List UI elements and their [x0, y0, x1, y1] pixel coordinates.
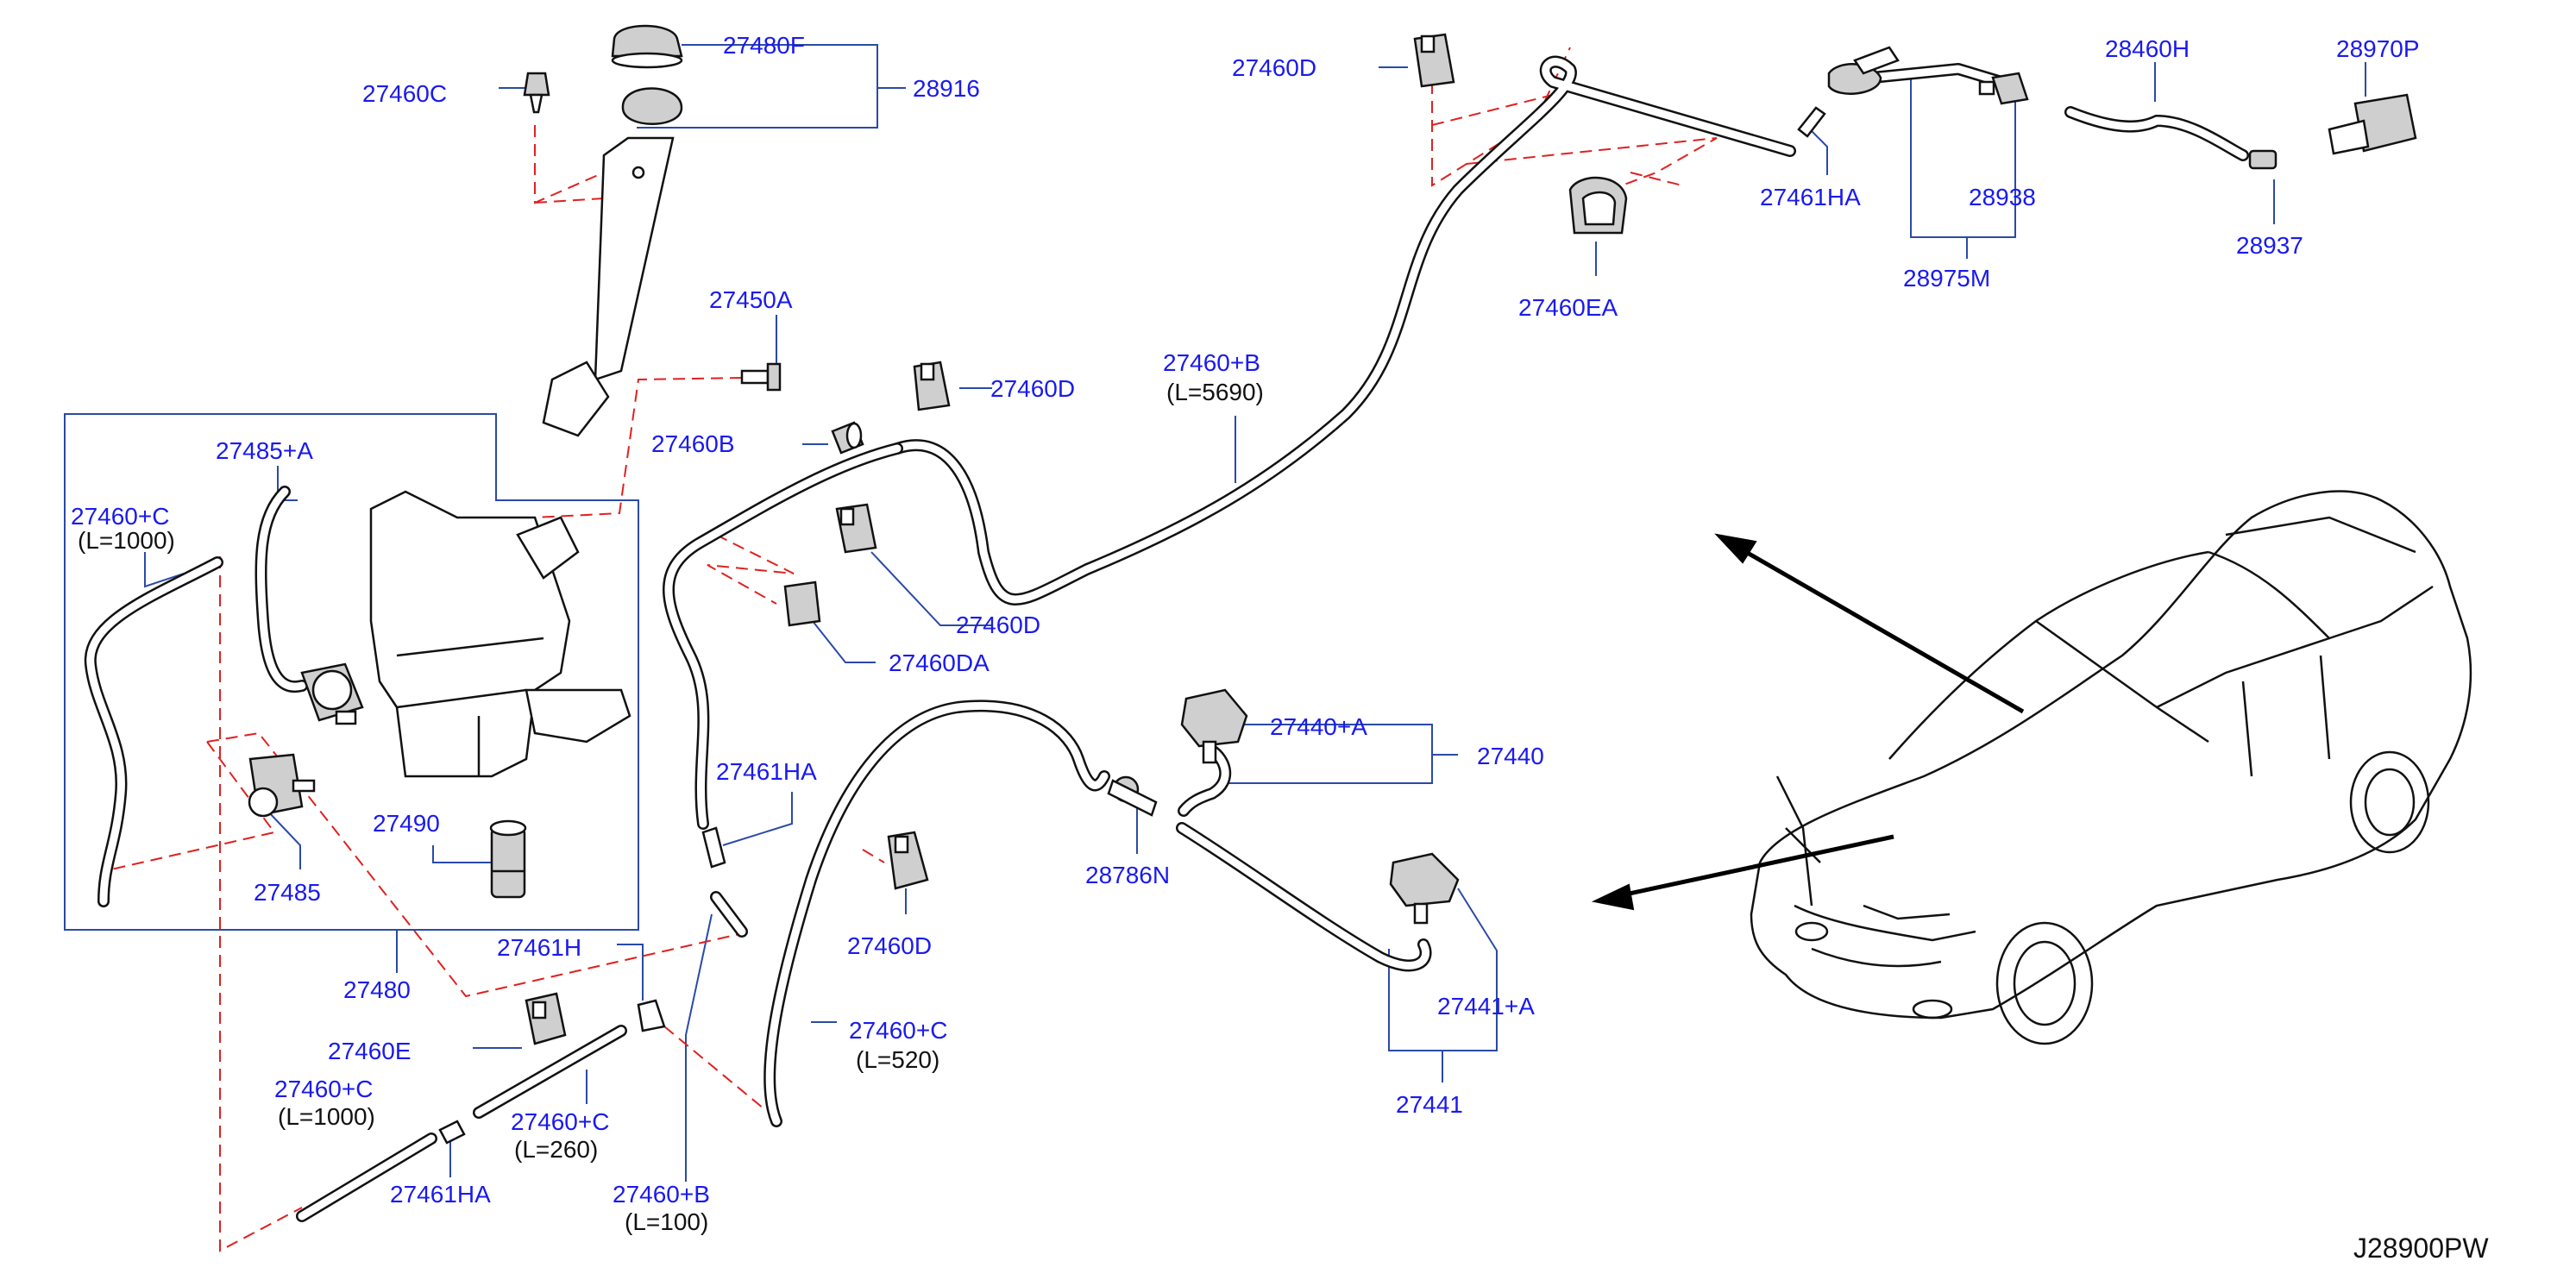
label-27460c-left-len: (L=1000)	[78, 527, 175, 554]
label-27460b-long: 27460+B	[1163, 349, 1260, 376]
label-27461ha-bot: 27461HA	[390, 1181, 491, 1208]
label-28460h: 28460H	[2105, 35, 2190, 62]
connector-27461ha-top-part	[1797, 106, 1826, 138]
label-27460b-long-len: (L=5690)	[1166, 379, 1264, 405]
label-27460c-bot-len: (L=1000)	[278, 1103, 375, 1130]
washer-hoses	[84, 55, 2249, 1222]
vehicle-illustration	[1750, 490, 2472, 1045]
clip-27460ea-part	[1568, 176, 1628, 235]
label-27441: 27441	[1396, 1091, 1463, 1118]
filler-neck-part	[542, 87, 683, 437]
strainer-27490-part	[489, 819, 527, 899]
part-labels: 27480F 27460C 28916 27450A 27460B 27460D…	[71, 32, 2489, 1264]
label-28916: 28916	[913, 75, 980, 102]
label-27480f: 27480F	[723, 32, 805, 59]
clip-27460d-low-part	[887, 831, 929, 890]
label-27460c-top: 27460C	[362, 80, 447, 107]
label-27485: 27485	[254, 879, 321, 906]
label-27460d-clip2: 27460D	[956, 612, 1040, 638]
label-27460c-bot: 27460+C	[274, 1076, 373, 1102]
connector-28937-part	[2248, 149, 2278, 170]
connector-27461ha-mid-part	[701, 826, 726, 869]
filler-cap-part	[611, 24, 683, 69]
label-27460c-left: 27460+C	[71, 503, 169, 530]
label-27460c-mid-len: (L=260)	[514, 1136, 598, 1163]
label-27440: 27440	[1477, 743, 1544, 769]
reservoir-tank-part	[369, 490, 631, 778]
label-27485a: 27485+A	[216, 437, 313, 464]
label-28937: 28937	[2236, 232, 2303, 259]
clip-27460e-part	[525, 992, 567, 1045]
clip-27460d-top-part	[1413, 33, 1455, 88]
nozzle-27440a-part	[1180, 688, 1248, 764]
clip-27460d-part	[913, 361, 951, 411]
label-27440a: 27440+A	[1270, 713, 1367, 740]
check-valve-28786n-part	[1107, 775, 1158, 817]
label-27460c-mid: 27460+C	[511, 1108, 609, 1135]
label-27460d-clip1: 27460D	[990, 375, 1075, 402]
pointer-arrows	[1591, 533, 2025, 911]
label-27460b-short: 27460+B	[613, 1181, 710, 1208]
label-28938: 28938	[1969, 184, 2036, 210]
label-27450a: 27450A	[709, 286, 793, 313]
label-27461h: 27461H	[497, 934, 581, 961]
connector-27461h-part	[637, 999, 666, 1032]
bolt-27450a-part	[740, 362, 782, 392]
clip-27460da-part	[783, 580, 821, 627]
valve-28938-part	[1978, 72, 2029, 105]
diagram-code: J28900PW	[2353, 1233, 2489, 1264]
clip-27460d-mid-part	[835, 503, 877, 554]
label-27460c-520-len: (L=520)	[856, 1046, 939, 1073]
label-27460c-520: 27460+C	[849, 1017, 947, 1044]
pump-27485-part	[248, 753, 316, 818]
label-27490: 27490	[373, 810, 440, 837]
label-27480: 27480	[343, 976, 411, 1003]
label-27460ea: 27460EA	[1518, 294, 1618, 321]
label-27460b-short-len: (L=100)	[625, 1208, 708, 1235]
grommet-27460b-part	[831, 421, 864, 455]
rear-nozzle-28970p-part	[2328, 93, 2417, 155]
label-27460d-clip3: 27460D	[847, 932, 932, 959]
label-27441a: 27441+A	[1437, 993, 1535, 1020]
nozzle-27441a-part	[1389, 852, 1460, 925]
connector-27461ha-bot-part	[438, 1120, 466, 1145]
label-27461ha-mid: 27461HA	[716, 758, 817, 785]
label-27460da: 27460DA	[889, 649, 990, 676]
label-27460d-topclip: 27460D	[1232, 54, 1316, 81]
washer-pump-part	[300, 662, 364, 725]
clip-27460c-part	[523, 72, 550, 114]
label-27460e: 27460E	[328, 1038, 412, 1064]
label-28970p: 28970P	[2336, 35, 2420, 62]
reservoir-group-frame	[64, 413, 639, 931]
leader-lines	[144, 44, 2366, 1182]
joint-top-part	[1827, 46, 1900, 95]
label-27461ha-top: 27461HA	[1760, 184, 1861, 210]
label-28975m: 28975M	[1903, 265, 1990, 292]
label-27460b: 27460B	[651, 430, 735, 457]
label-28786n: 28786N	[1085, 862, 1170, 888]
